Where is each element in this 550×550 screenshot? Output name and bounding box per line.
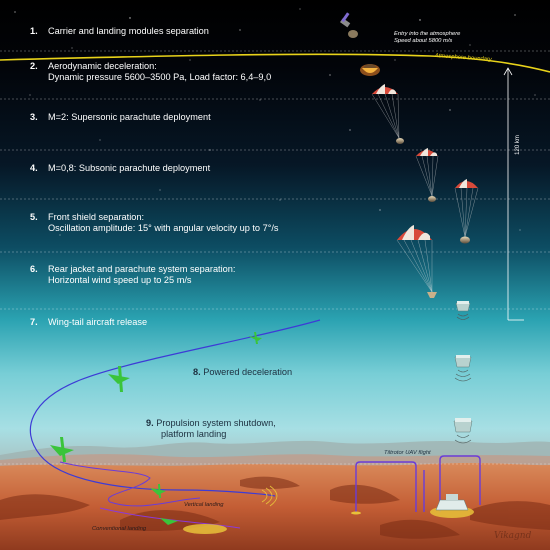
altitude-label: 120 km [514, 135, 521, 155]
tiltrotor-paths [355, 455, 481, 512]
step-title: Propulsion system shutdown, [156, 418, 276, 428]
step-title: Carrier and landing modules separation [48, 26, 209, 36]
step-number: 9. [146, 418, 154, 428]
large-parachute-icon [396, 225, 437, 298]
step-title: M=0,8: Subsonic parachute deployment [48, 163, 211, 173]
entry-note: Entry into the atmosphere Speed about 58… [394, 31, 460, 45]
step-title: Rear jacket and parachute system separat… [48, 264, 236, 274]
carrier-module-icon [340, 12, 358, 38]
tiltrotor-label: Tiltrotor UAV flight [384, 450, 431, 456]
subsonic-parachute-icon [415, 148, 439, 202]
entry-capsule-icon [360, 64, 380, 76]
conventional-landing-label: Conventional landing [92, 526, 147, 532]
step-number: 2. [30, 61, 38, 71]
step-number: 3. [30, 112, 38, 122]
landing-platform-descent-icon [453, 301, 473, 444]
stars [14, 8, 536, 236]
entry-note-line1: Entry into the atmosphere [394, 31, 461, 37]
aircraft-trajectory [29, 319, 321, 497]
landed-platform-icon [430, 494, 474, 518]
step-number: 6. [30, 264, 38, 274]
conventional-landing-path [99, 507, 241, 529]
step-number: 7. [30, 317, 38, 327]
step-detail: platform landing [161, 429, 227, 439]
step-title: M=2: Supersonic parachute deployment [48, 112, 211, 122]
step-detail: Oscillation amplitude: 15° with angular … [48, 223, 279, 233]
step-9: 9. Propulsion system shutdown, platform … [146, 418, 276, 440]
vertical-landing-rings [261, 485, 278, 507]
conventional-landing-pad [183, 524, 227, 534]
vertical-landing-label: Vertical landing [184, 502, 224, 508]
main-parachute-icon [454, 179, 479, 244]
step-number: 4. [30, 163, 38, 173]
step-title: Powered deceleration [203, 367, 293, 377]
step-title: Aerodynamic deceleration: [48, 61, 157, 71]
step-detail: Horizontal wind speed up to 25 m/s [48, 275, 192, 285]
step-number: 8. [193, 367, 201, 377]
step-number: 5. [30, 212, 38, 222]
step-8: 8. Powered deceleration [193, 367, 292, 377]
uav-landing-spot [351, 511, 361, 515]
step-detail: Dynamic pressure 5600–3500 Pa, Load fact… [48, 72, 272, 82]
supersonic-parachute-icon [371, 84, 404, 144]
atmosphere-boundary-line [0, 53, 550, 73]
step-title: Wing-tail aircraft release [48, 317, 148, 327]
altitude-bar [503, 67, 524, 321]
artist-signature: Vikagnd [494, 531, 532, 541]
entry-note-line2: Speed about 5800 m/s [394, 38, 453, 44]
vertical-landing-path [59, 461, 201, 507]
aircraft-icons [50, 332, 262, 525]
step-number: 1. [30, 26, 38, 36]
step-title: Front shield separation: [48, 212, 145, 222]
